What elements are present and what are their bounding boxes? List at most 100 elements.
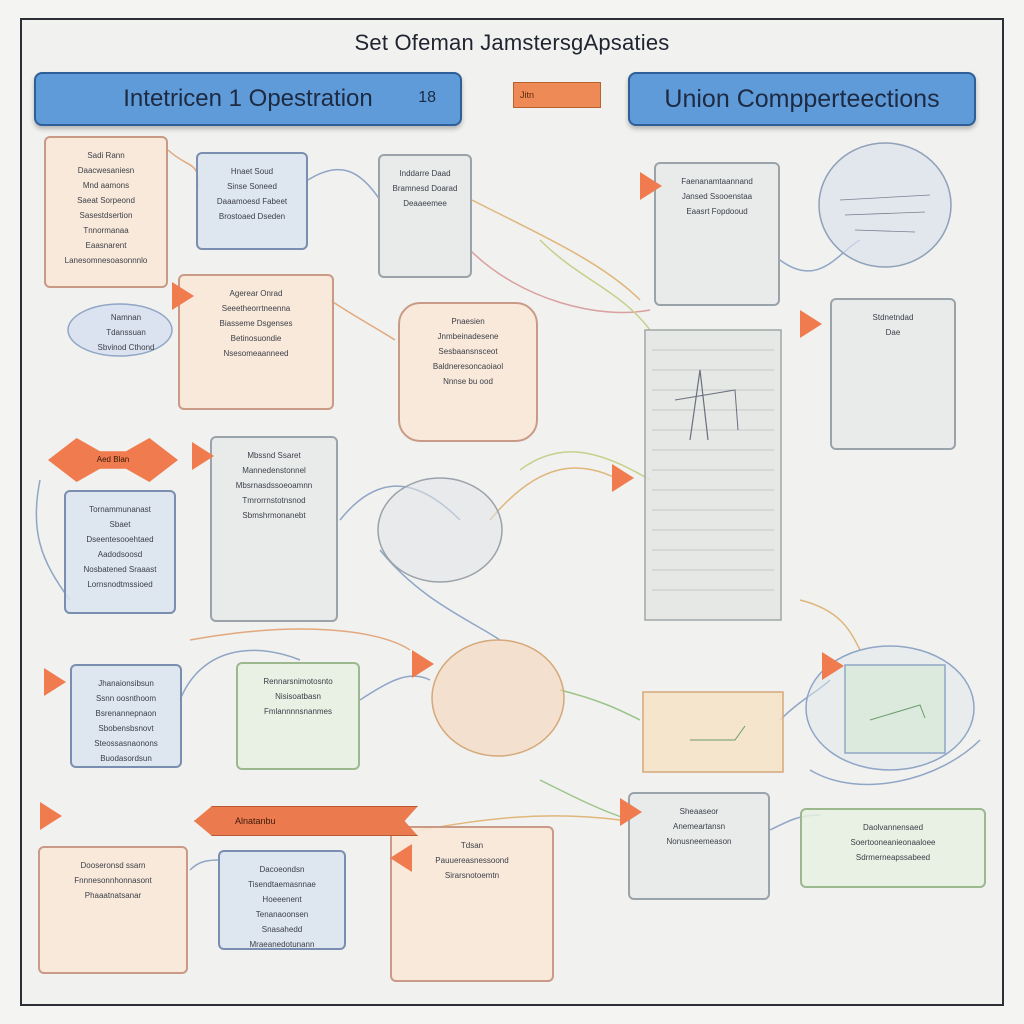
- card-line: Tenanaoonsen: [255, 910, 309, 919]
- card-line: Ssnn oosnthoom: [95, 694, 157, 703]
- arrow-marker: [612, 464, 634, 492]
- card-line: Inddarre Daad: [399, 169, 451, 178]
- card-line: Daacwesaniesn: [77, 166, 135, 175]
- card-line: Sbmshrmonanebt: [242, 511, 306, 520]
- card-line: Buodasordsun: [100, 754, 152, 763]
- card-line: Baldneresoncaoiaol: [432, 362, 504, 371]
- card-line: Mraeanedotunann: [249, 940, 315, 949]
- banner-union-components: Union Compperteections: [628, 72, 976, 126]
- card-line: Brostoaed Dseden: [218, 212, 286, 221]
- card-line: Nsesomeaanneed: [223, 349, 289, 358]
- card-line: Phaaatnatsanar: [84, 891, 142, 900]
- card-line: Mbssnd Ssaret: [247, 451, 301, 460]
- card-line: Dooseronsd ssarn: [80, 861, 146, 870]
- card-line: Jansed Ssooenstaa: [681, 192, 753, 201]
- banner-intersection-operation: Intetricen 1 Opestration 18: [34, 72, 462, 126]
- card-line: Rennarsnimotosnto: [263, 677, 333, 686]
- card-line: Daolvannensaed: [862, 823, 924, 832]
- card-line: Hnaet Soud: [230, 167, 274, 176]
- arrow-marker: [40, 802, 62, 830]
- card-line: Bsrenannepnaon: [95, 709, 157, 718]
- card-line: Sasestdsertion: [79, 211, 133, 220]
- banner-left-number: 18: [418, 89, 436, 106]
- card-line: Anemeartansn: [672, 822, 726, 831]
- card-line: Jnmbeinadesene: [437, 332, 499, 341]
- card-line: Soertooneanieonaaloee: [850, 838, 936, 847]
- card-line: Tisendtaemasnnae: [248, 880, 316, 889]
- arrow-marker: [172, 282, 194, 310]
- card-line: Bramnesd Doarad: [392, 184, 458, 193]
- card-line: Nnnse bu ood: [443, 377, 493, 386]
- card-line: Tdsan: [460, 841, 484, 850]
- card-line: Aadodsoosd: [97, 550, 143, 559]
- card-line: Deaaeemee: [403, 199, 447, 208]
- card-line: Mannedenstonnel: [242, 466, 306, 475]
- card-line: Daaamoesd Fabeet: [216, 197, 288, 206]
- card-line: Eaasrt Fopdooud: [686, 207, 748, 216]
- card-line: Pnaesien: [451, 317, 485, 326]
- card-line: Lanesomnesoasonnnlo: [64, 256, 148, 265]
- arrow-marker: [192, 442, 214, 470]
- card-line: Stdnetndad: [872, 313, 914, 322]
- card-line: Pauuereasnessoond: [435, 856, 509, 865]
- card-line: Lornsnodtmssioed: [87, 580, 153, 589]
- card-line: Sbvinod Cthond: [97, 343, 155, 352]
- card-line: Sbobensbsnovt: [98, 724, 154, 733]
- arrow-marker: [412, 650, 434, 678]
- arrow-marker: [44, 668, 66, 696]
- ribbon-label: Alnatanbu: [194, 806, 418, 836]
- card-line: Betinosuondie: [230, 334, 282, 343]
- card-line: Eaasnarent: [85, 241, 127, 250]
- card-line: Sheaaseor: [679, 807, 719, 816]
- orange-tag: Jitn: [513, 82, 601, 108]
- card-line: Mbsrnasdssoeoamnn: [235, 481, 313, 490]
- card-line: Nisisoatbasn: [275, 692, 321, 701]
- card-line: Faenanamtaannand: [681, 177, 753, 186]
- card-line: Sinse Soneed: [227, 182, 277, 191]
- arrow-marker: [822, 652, 844, 680]
- banner-right-label: Union Compperteections: [664, 84, 940, 113]
- card-line: Dseentesooehtaed: [86, 535, 154, 544]
- card-line: Snasahedd: [261, 925, 303, 934]
- card-line: Dacoeondsn: [259, 865, 305, 874]
- card-line: Biasseme Dsgenses: [219, 319, 293, 328]
- card-line: Nosbatened Sraaast: [83, 565, 157, 574]
- card-line: Sesbaansnsceot: [438, 347, 498, 356]
- page-title: Set Ofeman JamstersɡApsaties: [354, 30, 670, 55]
- arrow-marker: [640, 172, 662, 200]
- card-line: Sirarsnotoemtn: [444, 871, 500, 880]
- card-line: Dae: [885, 328, 901, 337]
- card-line: Fmlannnnsnanmes: [263, 707, 333, 716]
- card-line: Tornammunanast: [89, 505, 151, 514]
- arrow-marker: [800, 310, 822, 338]
- card-line: Hoeeenent: [262, 895, 302, 904]
- card-line: Tmrorrnstotnsnod: [242, 496, 306, 505]
- card-line: Nonusneemeason: [666, 837, 732, 846]
- arrow-marker: [390, 844, 412, 872]
- card-line: Steossasnaonons: [94, 739, 158, 748]
- card-line: Sadi Rann: [87, 151, 125, 160]
- card-line: Jhanaionsibsun: [98, 679, 154, 688]
- card-line: Tdanssuan: [106, 328, 146, 337]
- card-line: Mnd aamons: [82, 181, 130, 190]
- card-line: Namnan: [110, 313, 142, 322]
- card-line: Sdrmerneapssabeed: [855, 853, 931, 862]
- card-line: Saeat Sorpeond: [77, 196, 135, 205]
